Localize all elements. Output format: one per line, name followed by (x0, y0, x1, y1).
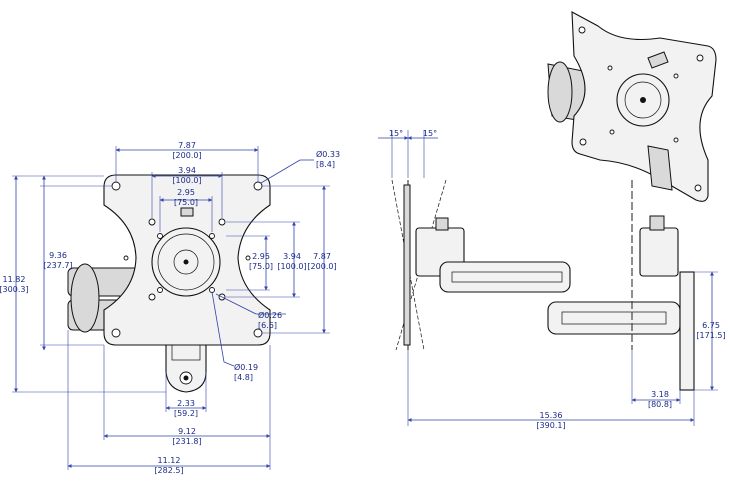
front-view (67, 174, 271, 393)
dim-tilt-right: 15° (423, 129, 437, 138)
svg-text:[8.4]: [8.4] (316, 160, 335, 169)
svg-text:[100.0]: [100.0] (277, 262, 306, 271)
vesa-hole (253, 328, 263, 338)
svg-text:[100.0]: [100.0] (172, 176, 201, 185)
front-dimensions: 7.87 [200.0] 3.94 [100.0] 2.95 [75.0] Ø0… (0, 141, 340, 475)
dim-retracted-depth: 3.18 (651, 390, 669, 399)
svg-text:[4.8]: [4.8] (234, 373, 253, 382)
dim-vert-100: 3.94 (283, 252, 301, 261)
dim-extension: 15.36 (540, 411, 563, 420)
arm-segment-2 (547, 301, 681, 335)
dim-pattern-100: 3.94 (178, 166, 196, 175)
vesa-hole (111, 181, 121, 191)
svg-text:[300.3]: [300.3] (0, 285, 29, 294)
dim-vert-75: 2.95 (252, 252, 270, 261)
svg-text:[200.0]: [200.0] (172, 151, 201, 160)
dim-vert-200: 7.87 (313, 252, 331, 261)
arm-pivot (70, 263, 100, 333)
dim-pattern-200: 7.87 (178, 141, 196, 150)
dim-plate-width: 9.12 (178, 427, 196, 436)
dim-pattern-75: 2.95 (177, 188, 195, 197)
svg-text:[282.5]: [282.5] (154, 466, 183, 475)
svg-text:[237.7]: [237.7] (43, 261, 72, 270)
dim-height-total: 11.82 (3, 275, 26, 284)
svg-text:[80.8]: [80.8] (648, 400, 672, 409)
isometric-view (547, 11, 717, 202)
dim-wall-plate-height: 6.75 (702, 321, 720, 330)
side-view (391, 179, 695, 391)
svg-text:[59.2]: [59.2] (174, 409, 198, 418)
wall-plate-side (679, 271, 695, 391)
side-dimensions: 15° 15° 15.36 [390.1] 6.75 [171.5] 3.18 … (378, 129, 726, 430)
vesa-hole (253, 181, 263, 191)
dim-wall-plate-width: 2.33 (177, 399, 195, 408)
svg-text:[75.0]: [75.0] (174, 198, 198, 207)
svg-text:[231.8]: [231.8] (172, 437, 201, 446)
svg-text:[75.0]: [75.0] (249, 262, 273, 271)
dim-tilt-left: 15° (389, 129, 403, 138)
dim-overall-width: 11.12 (158, 456, 181, 465)
dim-hole-medium: Ø0.26 (258, 310, 282, 320)
dim-hole-large: Ø0.33 (316, 149, 340, 159)
arm-segment-1 (439, 261, 571, 293)
dim-hole-small: Ø0.19 (234, 362, 258, 372)
svg-text:[390.1]: [390.1] (536, 421, 565, 430)
dim-height-plate: 9.36 (49, 251, 67, 260)
svg-text:[200.0]: [200.0] (307, 262, 336, 271)
vesa-hole (111, 328, 121, 338)
svg-text:[171.5]: [171.5] (696, 331, 725, 340)
svg-text:[6.6]: [6.6] (258, 321, 277, 330)
